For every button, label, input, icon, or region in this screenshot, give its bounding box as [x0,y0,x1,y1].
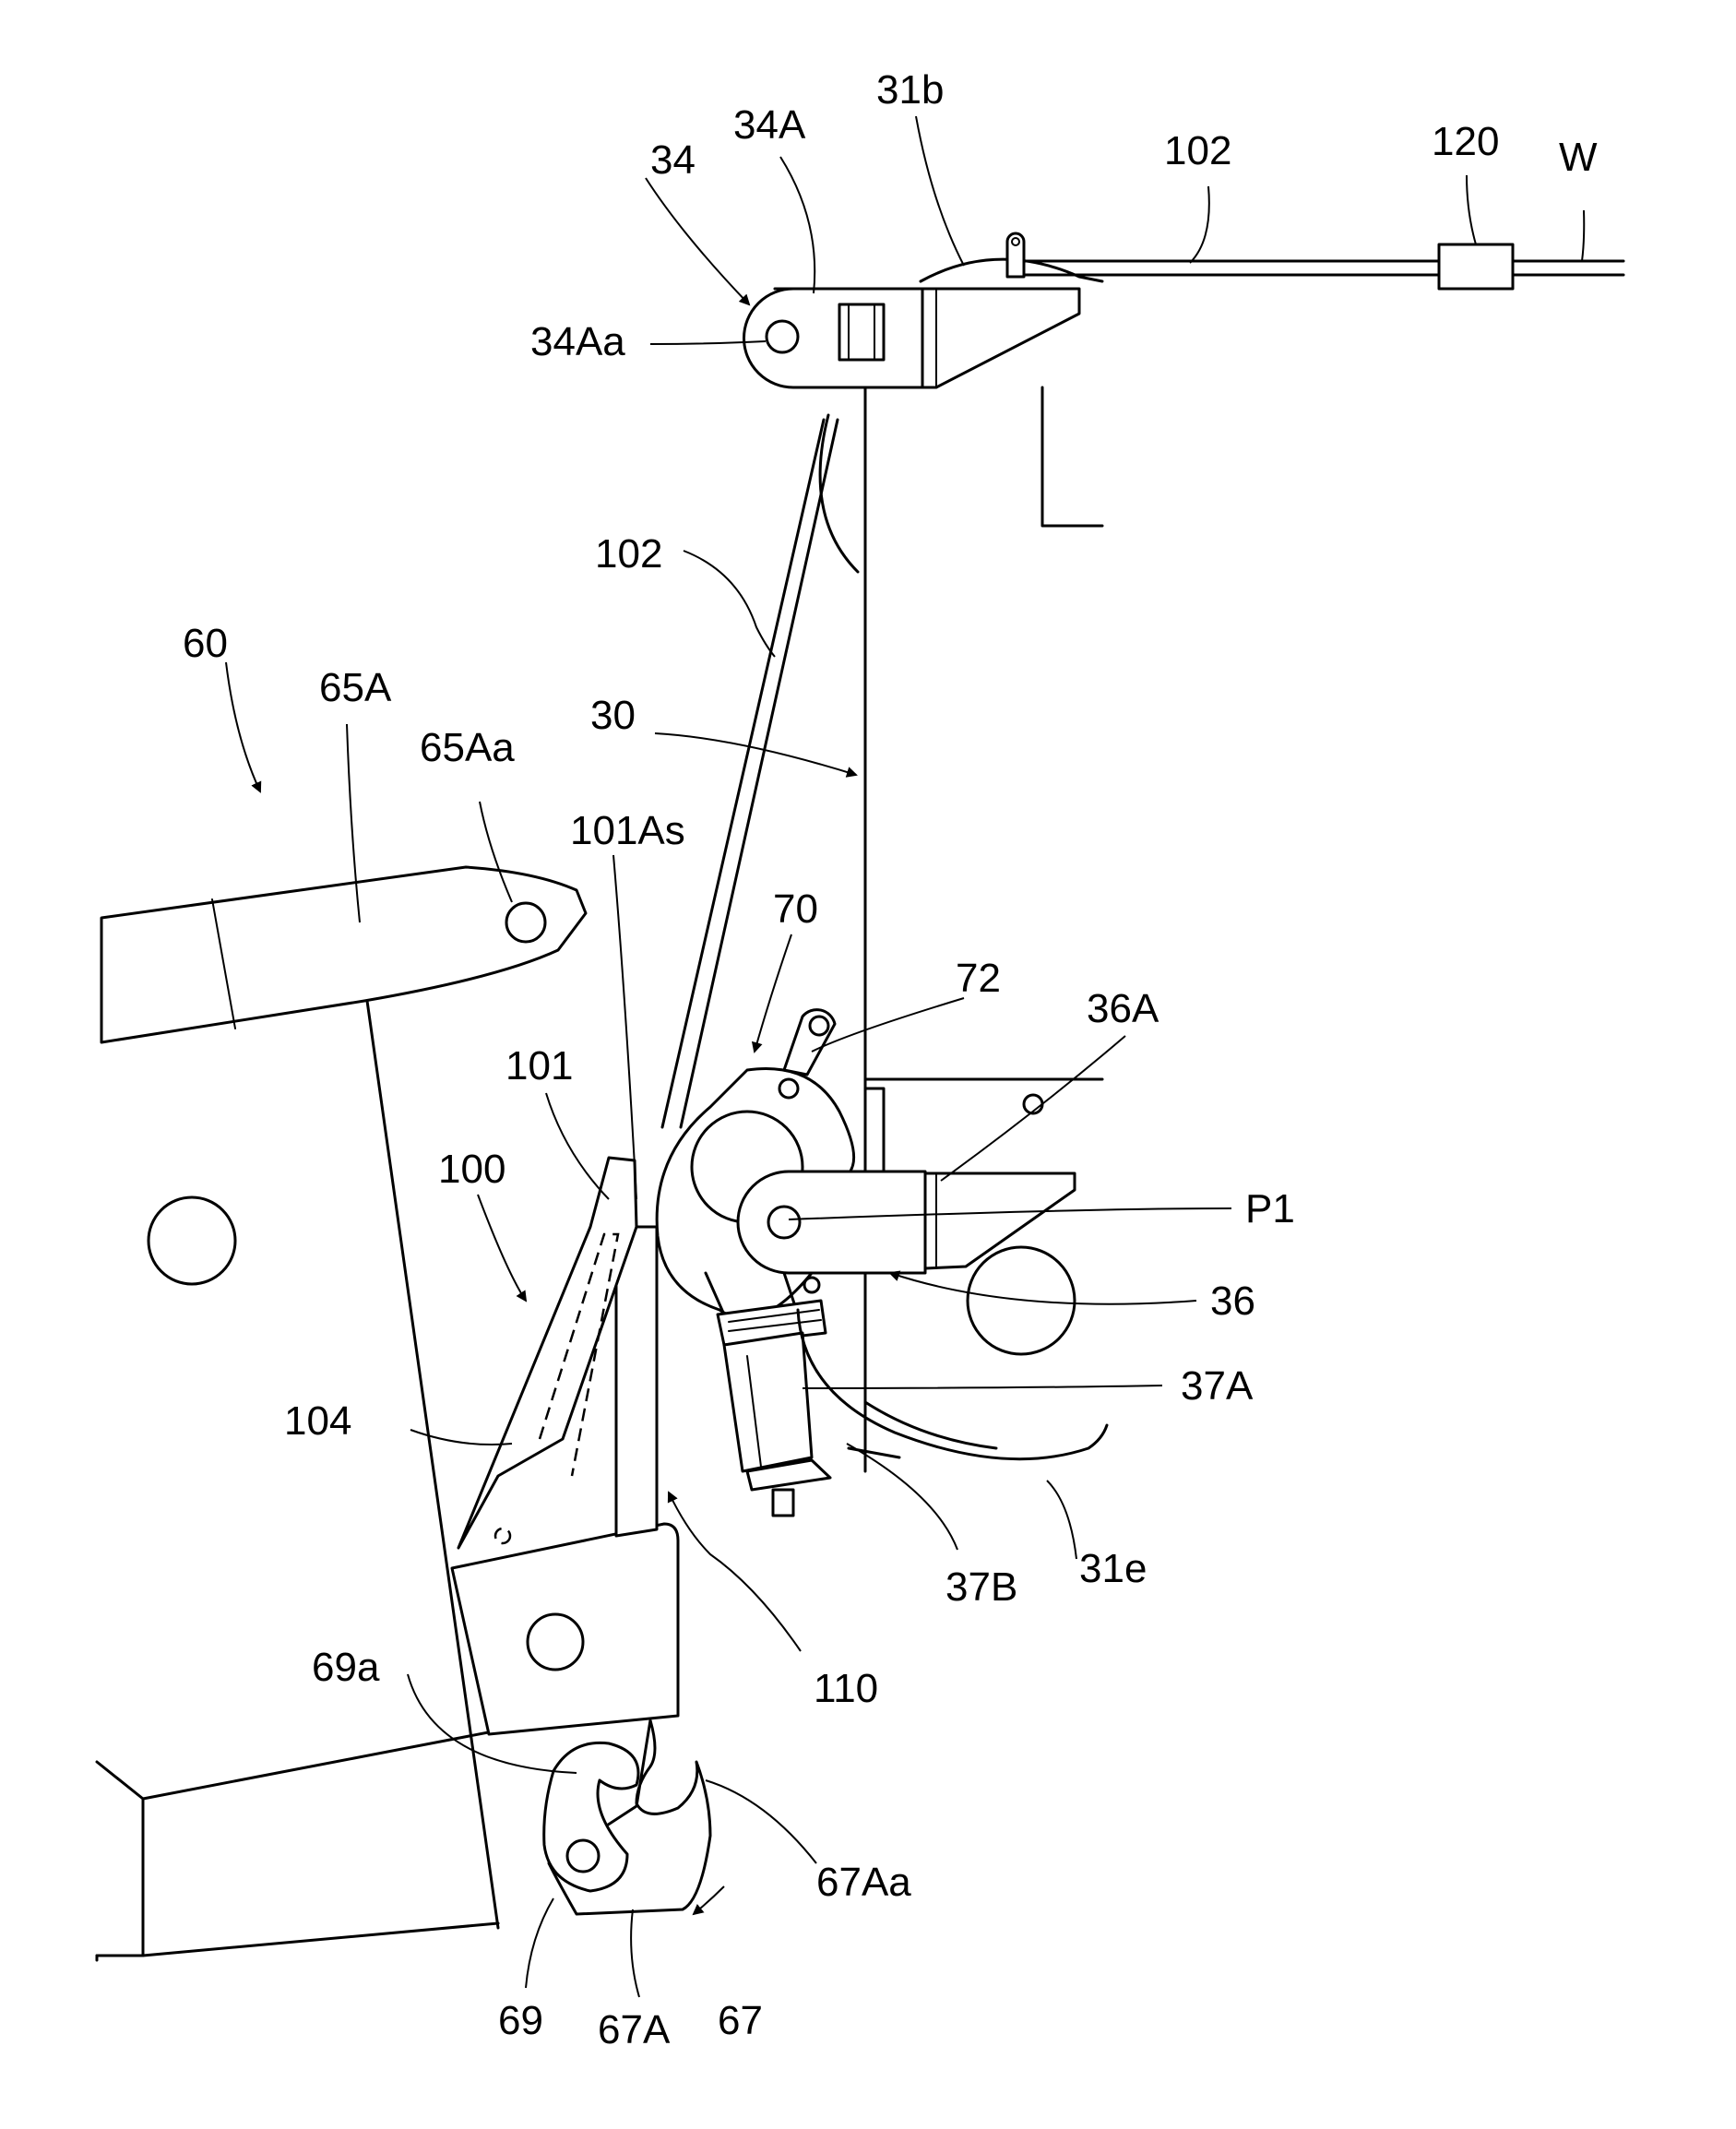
latch-pin [567,1840,599,1872]
body-hole [149,1197,235,1284]
label-67: 67 [718,1998,763,2043]
label-70: 70 [773,886,818,932]
pin-hole-34Aa [767,321,798,352]
bracket-36A [738,1172,925,1273]
label-36A: 36A [1087,986,1159,1031]
label-65A: 65A [319,665,392,710]
label-W: W [1559,135,1598,180]
cylinder-37 [724,1333,812,1471]
label-67Aa: 67Aa [816,1860,911,1905]
guide-110 [616,1227,657,1536]
label-31b: 31b [876,67,944,113]
label-37A: 37A [1181,1363,1254,1409]
label-102-mid: 102 [595,531,662,577]
label-69a: 69a [312,1645,380,1690]
lower-block-hole [528,1614,583,1670]
label-34Aa: 34Aa [530,319,625,364]
label-36: 36 [1210,1279,1255,1324]
label-65Aa: 65Aa [420,725,515,770]
hook-67 [544,1720,710,1914]
label-69: 69 [498,1998,543,2043]
label-31e: 31e [1079,1546,1147,1591]
label-120: 120 [1432,119,1499,164]
label-110: 110 [814,1666,878,1711]
label-100: 100 [438,1147,505,1192]
frame-curve [820,415,858,572]
label-101As: 101As [570,808,685,853]
label-30: 30 [590,693,636,738]
pulley-34 [744,259,1103,387]
label-P1: P1 [1245,1186,1295,1231]
lower-fitting-block [452,1158,678,1734]
fitting-120 [1439,244,1513,289]
label-67A: 67A [598,2007,671,2052]
pin-hole-65Aa [506,903,545,942]
label-34A: 34A [733,102,806,148]
label-104: 104 [284,1398,351,1444]
label-60: 60 [183,621,228,666]
label-34: 34 [650,137,696,183]
label-102-top: 102 [1164,128,1231,173]
label-37B: 37B [945,1564,1017,1610]
leader-lines [226,116,1584,1997]
label-72: 72 [956,956,1001,1001]
pivot-P1 [768,1207,800,1238]
bracket-36 [657,1010,1107,1516]
arm-65A [101,867,586,1042]
label-101: 101 [505,1043,573,1088]
